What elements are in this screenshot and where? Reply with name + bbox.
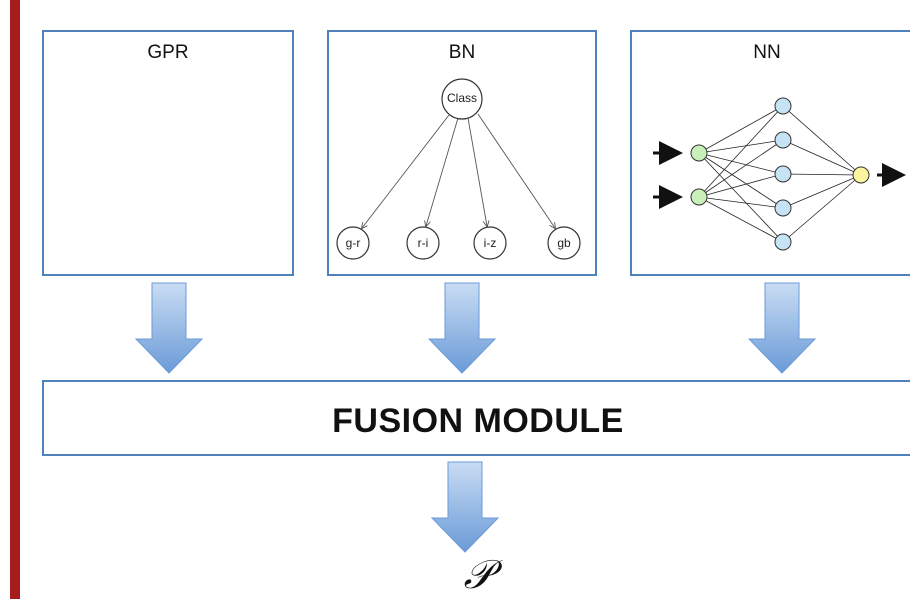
nn-edge-h4-out0 [782, 174, 862, 243]
bn-node-g-r [336, 226, 370, 260]
nn-edge-in0-h0 [698, 105, 784, 154]
fusion-module-label: FUSION MODULE [332, 402, 624, 440]
flow-arrow-output [430, 461, 500, 553]
flow-arrow-gpr [134, 282, 204, 374]
bn-label-g-r: g-r [345, 236, 361, 250]
bn-label-class: Class [446, 91, 477, 105]
nn-input-node-0 [690, 144, 708, 162]
nn-edge-in0-h2 [698, 152, 784, 175]
bn-node-i-z [473, 226, 507, 260]
bn-panel: BN [327, 30, 597, 276]
bn-edge-gb [477, 113, 555, 228]
nn-edge-h1-out0 [782, 139, 862, 176]
bn-label-r-i: r-i [417, 236, 429, 250]
bn-edge-i-z [467, 117, 487, 226]
nn-edge-in0-h3 [698, 152, 784, 209]
nn-input-node-1 [690, 188, 708, 206]
gpr-panel: GPR [42, 30, 294, 276]
nn-hidden-node-4 [774, 233, 792, 251]
nn-input-arrows [653, 141, 906, 209]
bn-graph [336, 78, 581, 260]
nn-edge-h2-out0 [782, 173, 862, 176]
nn-hidden-node-0 [774, 97, 792, 115]
bn-label-gb: gb [557, 236, 571, 250]
nn-title: NN [753, 42, 781, 63]
bn-node-gb [547, 226, 581, 260]
flow-arrow-bn [427, 282, 497, 374]
nn-edge-in1-h4 [698, 196, 784, 243]
nn-hidden-node-2 [774, 165, 792, 183]
nn-edge-h0-out0 [782, 105, 862, 176]
gpr-title: GPR [147, 42, 189, 63]
nn-hidden-node-1 [774, 131, 792, 149]
bn-edge-r-i [426, 117, 459, 226]
output-probability-symbol: 𝒫 [463, 552, 493, 598]
nn-edge-in1-h0 [698, 105, 784, 198]
left-accent-bar [10, 0, 20, 599]
nn-edge-in0-h4 [698, 152, 784, 243]
bn-title: BN [448, 42, 476, 63]
nn-panel: NN [630, 30, 910, 276]
nn-edge-in1-h3 [698, 196, 784, 209]
nn-edge-in0-h1 [698, 139, 784, 154]
nn-edge-in1-h1 [698, 139, 784, 198]
nn-output-node-0 [852, 166, 870, 184]
bn-edge-g-r [362, 114, 450, 228]
bn-label-i-z: i-z [483, 236, 497, 250]
nn-edge-in1-h2 [698, 173, 784, 198]
fusion-module-box: FUSION MODULE [42, 380, 910, 456]
bn-node-r-i [406, 226, 440, 260]
flow-arrows [134, 282, 817, 553]
nn-diagram [653, 97, 906, 251]
nn-hidden-node-3 [774, 199, 792, 217]
flow-arrow-nn [747, 282, 817, 374]
bn-node-class [441, 78, 483, 120]
nn-edge-h3-out0 [782, 174, 862, 209]
